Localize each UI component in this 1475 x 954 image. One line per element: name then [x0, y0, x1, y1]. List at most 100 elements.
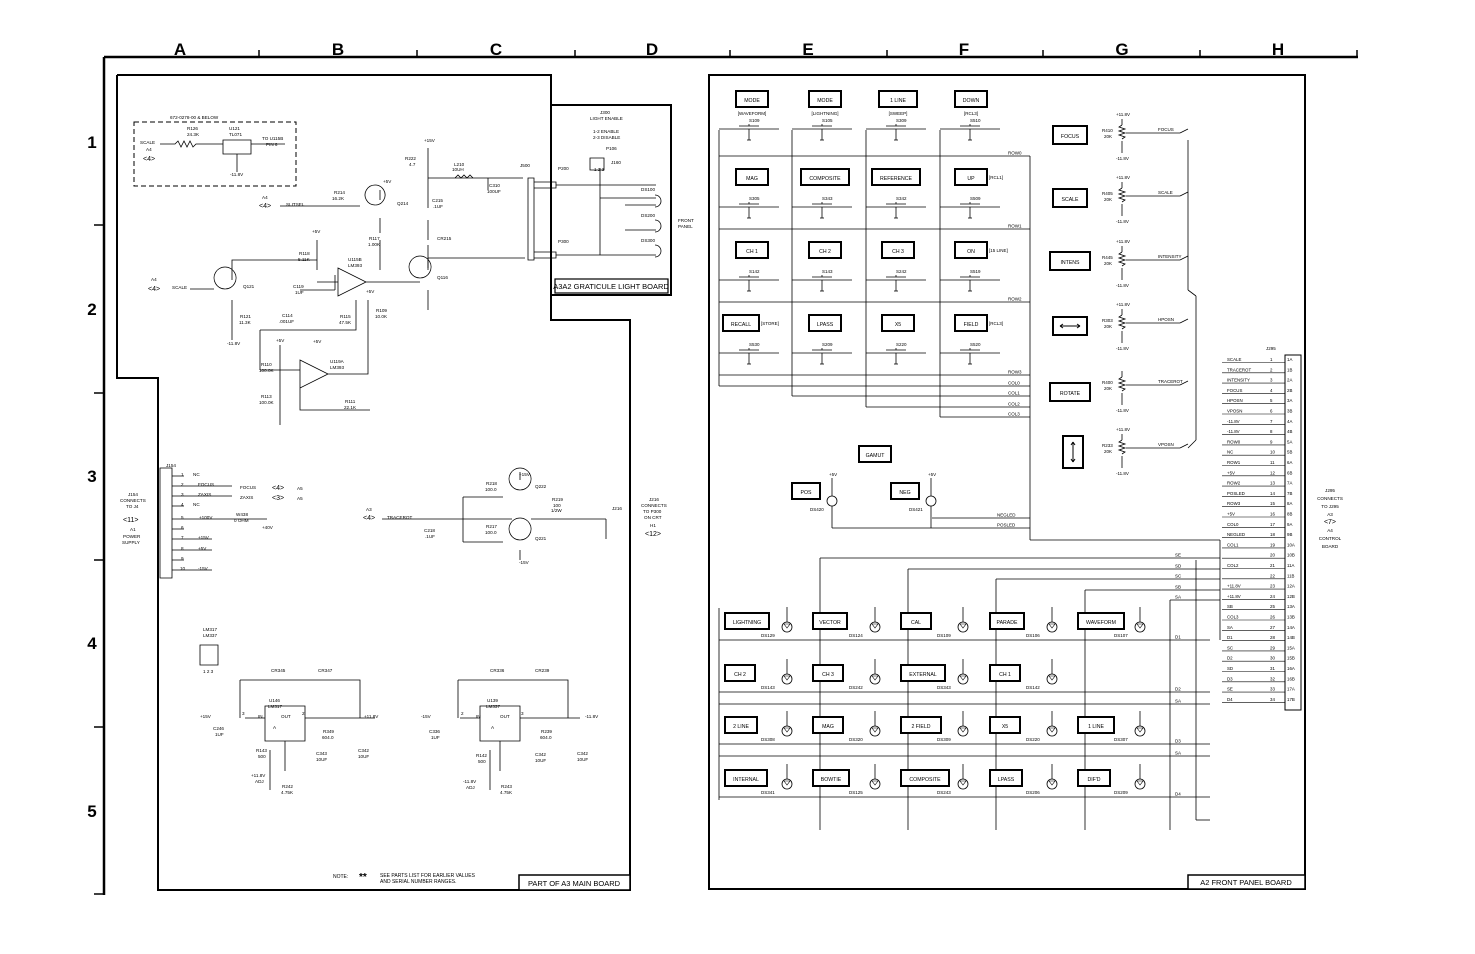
switch-label: S305: [749, 196, 760, 201]
j295-signal: SB: [1227, 604, 1233, 609]
matrix-line-label: COL0: [1008, 381, 1020, 386]
wire: [1179, 191, 1189, 197]
led-ref: DS209: [1114, 790, 1128, 795]
led-diode-icon: [783, 623, 791, 629]
component-label: -11.8V: [230, 172, 244, 177]
column-label: E: [802, 40, 813, 59]
component-label: +5V: [312, 229, 321, 234]
bus-line-label: SA: [1175, 595, 1181, 600]
key-button: [722, 314, 760, 332]
component-label: 100.0K: [259, 368, 274, 373]
component-label: <12>: [645, 531, 661, 538]
led-ref: DS129: [761, 633, 775, 638]
led-icon: [869, 673, 881, 685]
j295-pin-id: 6B: [1287, 470, 1292, 475]
key-label: X5: [895, 322, 901, 328]
component-label: 4.75K: [500, 790, 513, 795]
key-alt-label: [SWEEP]: [889, 111, 908, 116]
component-label: 1UF: [431, 735, 440, 740]
component-label: OUT: [500, 714, 510, 719]
component-label: C342: [358, 748, 369, 753]
component-label: SLITSEL: [286, 202, 305, 207]
component-label: R217: [486, 524, 497, 529]
j295-signal: SD: [1227, 666, 1233, 671]
graticule-label: LIGHT ENABLE: [590, 116, 623, 121]
mode-button-label: 2 FIELD: [911, 724, 930, 730]
component-label: Q214: [397, 201, 409, 206]
j295-pin-number: 22: [1270, 573, 1275, 578]
component-label: TRACEROT: [387, 515, 412, 520]
component-label: +15V: [198, 535, 210, 540]
j295-title: J295: [1266, 346, 1276, 351]
mode-button: [812, 716, 844, 734]
j295-signal: COL2: [1227, 563, 1239, 568]
component-label: 3: [181, 492, 184, 497]
key-label: MODE: [744, 98, 760, 104]
switch-label: S242: [896, 269, 907, 274]
component-label: R110: [261, 362, 272, 367]
wire: [1179, 380, 1189, 386]
component-label: PIN 6: [266, 142, 278, 147]
switch-label: S142: [749, 269, 760, 274]
graticule-label: PANEL: [678, 224, 693, 229]
graticule-label: P106: [606, 146, 617, 151]
j295-pin-id: 17B: [1287, 697, 1295, 702]
key-label: DOWN: [963, 98, 980, 104]
mode-button-label: CH 3: [822, 672, 834, 678]
j295-pin-number: 34: [1270, 697, 1275, 702]
component-label: A1: [130, 527, 136, 532]
matrix-line-label: COL1: [1008, 391, 1020, 396]
pot-signal: INTENSITY: [1158, 254, 1182, 259]
component-label: 100: [553, 503, 561, 508]
component-label: R243: [501, 784, 512, 789]
side-button: [1049, 382, 1091, 402]
component-label: C342: [535, 752, 546, 757]
pot-signal: FOCUS: [1158, 127, 1174, 132]
j295-description: A4: [1327, 528, 1333, 533]
matrix-line-label: COL3: [1008, 412, 1020, 417]
j295-pin-id: 8B: [1287, 512, 1292, 517]
component-label: C215: [432, 198, 443, 203]
component-label: 2: [181, 482, 184, 487]
mode-button-label: EXTERNAL: [909, 672, 937, 678]
component-label: 10: [180, 566, 186, 571]
component-label: 11.3K: [239, 320, 252, 325]
component-label: LM337: [203, 633, 217, 638]
graticule-label: P300: [558, 239, 569, 244]
pos-neg-button: [791, 482, 821, 500]
bus-line-label: SD: [1175, 564, 1182, 569]
wire: [1187, 439, 1197, 449]
graticule-label: J160: [611, 160, 621, 165]
side-button-label: FOCUS: [1061, 134, 1080, 140]
j295-pin-number: 23: [1270, 584, 1275, 589]
component-label: SCALE: [172, 285, 187, 290]
key-alt-label: [STORE]: [761, 321, 779, 326]
component-label: U139: [487, 698, 498, 703]
mode-button: [724, 612, 770, 630]
pot-supply: +11.8V: [1116, 175, 1130, 180]
led-icon: [957, 778, 969, 790]
j295-pin-id: 10B: [1287, 553, 1295, 558]
component-label: +15V: [424, 138, 436, 143]
led-icon: [869, 778, 881, 790]
switch-label: S220: [896, 342, 907, 347]
component-label: 5.11K: [298, 257, 311, 262]
wire: [1187, 289, 1197, 297]
component-label: C336: [429, 729, 440, 734]
j295-pin-id: 11A: [1287, 563, 1295, 568]
j295-pin-number: 6: [1270, 409, 1273, 414]
component-label: R118: [299, 251, 310, 256]
key-label: LPASS: [817, 322, 834, 328]
led-ref: DS307: [1114, 737, 1128, 742]
j295-pin-number: 7: [1270, 419, 1273, 424]
key-label: FIELD: [964, 322, 979, 328]
row-label: 2: [87, 300, 96, 319]
mode-button-label: PARADE: [997, 620, 1018, 626]
component-label: NC: [193, 472, 200, 477]
j295-signal: +11.8V: [1227, 584, 1241, 589]
component-label: 1 2 3: [203, 669, 214, 674]
component-label: U119A: [330, 359, 345, 364]
component-label: LM317: [203, 627, 217, 632]
component-label: CR347: [318, 668, 333, 673]
